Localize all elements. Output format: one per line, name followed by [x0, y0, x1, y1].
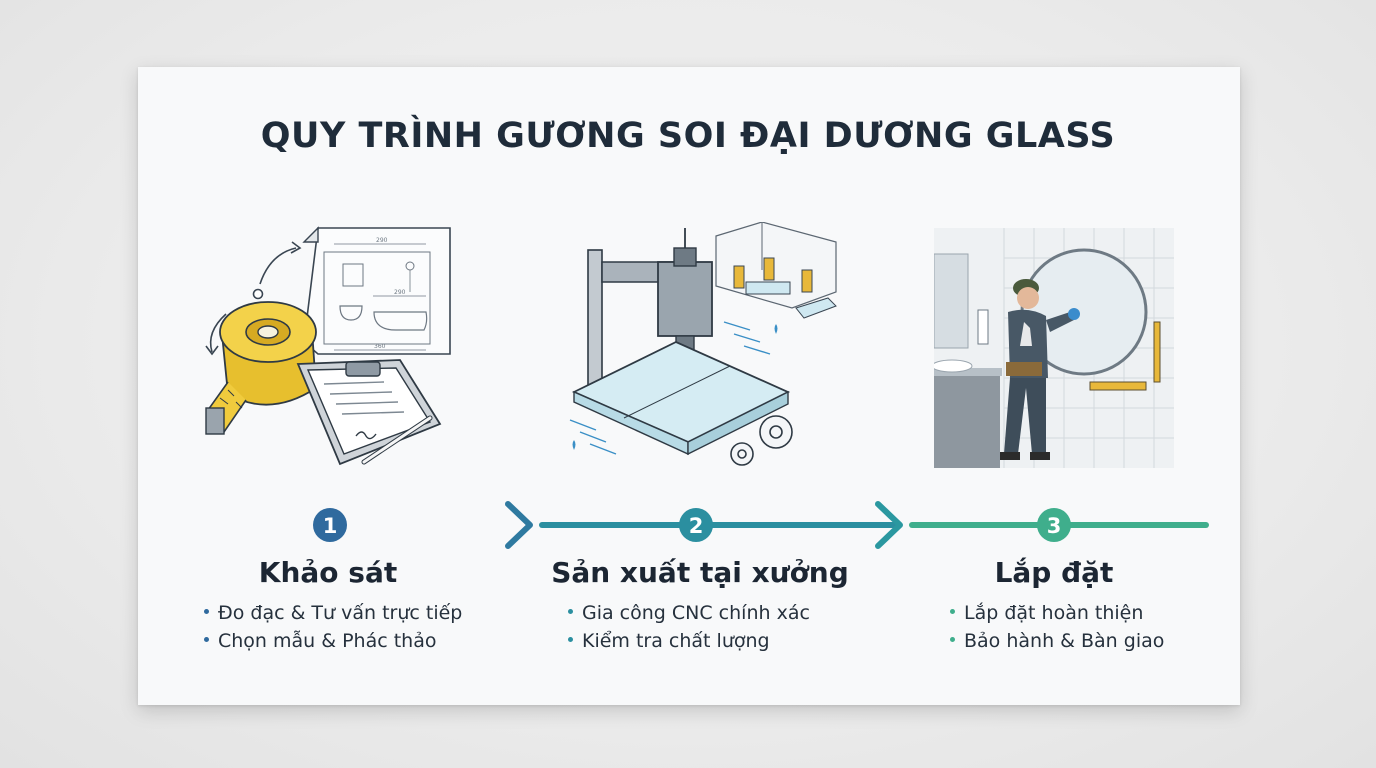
clipboard — [296, 359, 442, 466]
list-item: Đo đạc & Tư vấn trực tiếp — [204, 599, 462, 627]
step-2-title: Sản xuất tại xưởng — [551, 556, 849, 589]
blueprint-sheet: 290 290 360 — [302, 226, 451, 355]
factory-illustration — [715, 222, 837, 319]
step-1-number: 1 — [323, 514, 338, 538]
list-item: Lắp đặt hoàn thiện — [950, 599, 1164, 627]
step-1-bullets: Đo đạc & Tư vấn trực tiếp Chọn mẫu & Phá… — [204, 599, 462, 655]
list-item: Gia công CNC chính xác — [568, 599, 810, 627]
timeline: 1 2 3 — [167, 501, 1209, 549]
list-item: Kiểm tra chất lượng — [568, 627, 810, 655]
step-1-badge — [313, 508, 347, 542]
step-1-title: Khảo sát — [258, 556, 398, 589]
dim-bottom: 360 — [374, 343, 386, 350]
arrow-right-icon — [505, 501, 533, 549]
step-3-title: Lắp đặt — [994, 556, 1114, 589]
list-item: Bảo hành & Bàn giao — [950, 627, 1164, 655]
step-2-number: 2 — [689, 514, 704, 538]
cnc-machine-icon — [569, 222, 837, 466]
step-3-bullets: Lắp đặt hoàn thiện Bảo hành & Bàn giao — [950, 599, 1164, 655]
measuring-tape-clipboard-icon: 290 290 360 — [205, 226, 451, 466]
page-title: QUY TRÌNH GƯƠNG SOI ĐẠI DƯƠNG GLASS — [260, 116, 1116, 156]
step-2-bullets: Gia công CNC chính xác Kiểm tra chất lượ… — [568, 599, 810, 655]
gear-icon — [730, 415, 793, 466]
dim-mid: 290 — [394, 289, 406, 296]
arrow-right-icon — [875, 501, 903, 549]
step-3-badge — [1037, 508, 1071, 542]
worker — [1000, 279, 1080, 460]
dim-top: 290 — [376, 237, 388, 244]
step-3-number: 3 — [1047, 514, 1062, 538]
list-item: Chọn mẫu & Phác thảo — [204, 627, 462, 655]
installer-bathroom-icon — [934, 228, 1174, 468]
step-2-badge — [679, 508, 713, 542]
